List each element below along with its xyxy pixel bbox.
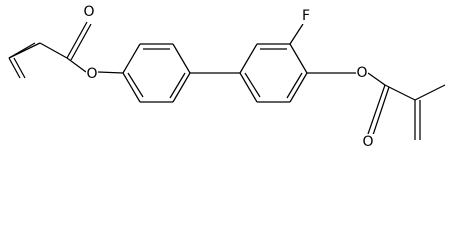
left-ether-oxygen-label: O [86, 66, 97, 82]
bond-oxygen-to-ring-left [97, 71, 124, 74]
ring-right-bond-4 [289, 72, 308, 103]
atom-fluorine: F [300, 8, 312, 24]
ring-right-inner-right [286, 72, 303, 99]
fluorine-label: F [302, 8, 310, 24]
bond-alkene-to-carbonyl-left [8, 42, 41, 59]
atom-label-layer: F O O O O [83, 4, 374, 150]
ring-right-bond-1 [239, 43, 258, 74]
ring-left-bond-1 [122, 43, 141, 74]
ring-left-bond-6 [122, 72, 141, 103]
bond-carbonyl-double-right-a [367, 84, 386, 135]
ring-left-bond-4 [172, 72, 191, 103]
bond-ester-oxygen-right [367, 72, 386, 86]
bond-carbonyl-double-left-b [70, 23, 92, 61]
ring-left-bond-3 [172, 43, 191, 74]
bond-vinyl-ch2-double-b [13, 57, 26, 79]
atom-right-carbonyl-oxygen: O [362, 134, 374, 150]
atom-right-ether-oxygen: O [356, 65, 368, 81]
right-carbonyl-oxygen-label: O [362, 134, 373, 150]
ring-right-bond-6 [239, 72, 258, 103]
atom-left-carbonyl-oxygen: O [83, 4, 95, 20]
bond-ester-oxygen-left [66, 57, 87, 73]
bond-vinyl-ch2-double-a [8, 57, 21, 79]
bond-carbonyl-double-right-b [372, 86, 390, 136]
ring-left-inner-left [127, 72, 144, 98]
bond-carbonyl-double-left-a [66, 21, 88, 59]
bond-methyl-right [414, 84, 446, 101]
molecule-structure: F O O O O [8, 4, 446, 150]
left-carbonyl-oxygen-label: O [83, 4, 94, 20]
bond-carbonyl-carbon-left [39, 42, 68, 59]
bond-carbonyl-to-alkene-right [384, 84, 416, 101]
right-ether-oxygen-label: O [356, 65, 367, 81]
ring-right-inner-left [244, 72, 261, 98]
ring-left-inner-right [169, 72, 186, 99]
atom-left-ether-oxygen: O [86, 66, 98, 82]
ring-right-bond-3 [289, 43, 308, 74]
bond-layer [8, 21, 446, 140]
bond-to-fluorine [289, 23, 304, 45]
